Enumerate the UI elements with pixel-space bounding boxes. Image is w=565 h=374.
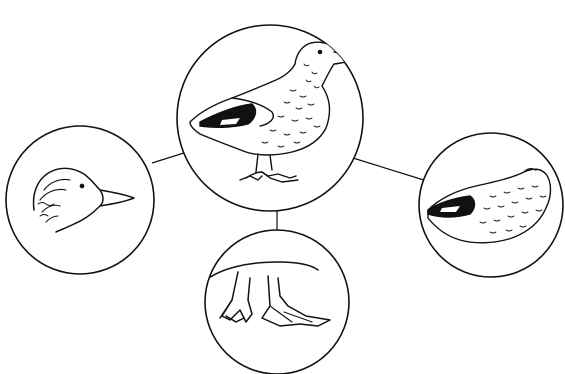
head-circle (6, 126, 154, 274)
feet-circle (205, 230, 349, 374)
main-circle (177, 25, 363, 211)
connector-line-right (353, 158, 427, 181)
connector-line-head (152, 152, 187, 163)
right-circle (419, 133, 563, 277)
